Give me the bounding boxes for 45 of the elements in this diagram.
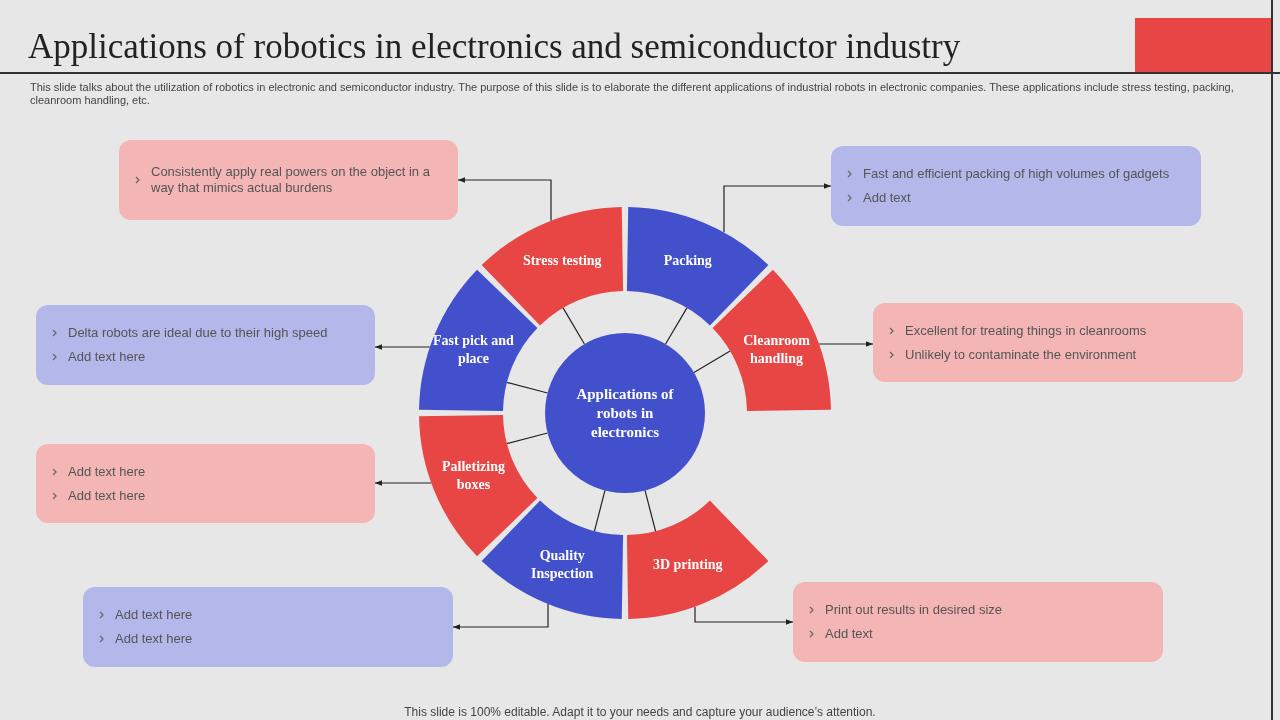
arrow xyxy=(457,177,552,222)
arrow xyxy=(818,341,874,347)
segment-label: Quality Inspection xyxy=(530,546,595,583)
segment-label: 3D printing xyxy=(651,555,724,574)
hub-label: Applications of robots in electronics xyxy=(575,384,675,442)
bullet-text: Add text here xyxy=(68,487,146,504)
bullet-text: Add text here xyxy=(115,607,193,623)
segment-label: Stress testing xyxy=(521,252,603,271)
arrow xyxy=(374,480,432,486)
connector-line xyxy=(665,307,688,345)
callout-box xyxy=(873,303,1243,382)
callout-box xyxy=(831,146,1201,226)
connector-line xyxy=(593,489,606,532)
bullet-text: Delta robots are ideal due to their high speed xyxy=(68,325,328,341)
callout-box xyxy=(793,582,1163,662)
connector-line xyxy=(506,381,549,394)
bullet-text: Add text here xyxy=(115,631,193,647)
connector-line xyxy=(693,350,731,373)
arrow xyxy=(452,603,549,630)
description-text: This slide talks about the utilization of robotics in electronic and semiconductor industry. The purpose of this slide is to elaborate the different applications of industrial robots in electronic companies. These applications include stress testing, packing, cleanroom handling, etc. xyxy=(30,81,1235,107)
segment-label: Packing xyxy=(662,252,713,271)
callout-box xyxy=(83,587,453,667)
arrow xyxy=(723,183,832,233)
bullet-text: Consistently apply real powers on the object in a way that mimics actual burdens xyxy=(151,164,431,196)
arrow xyxy=(374,344,431,350)
bullet-text: Print out results in desired size xyxy=(825,602,1003,618)
bullet-text: Add text xyxy=(863,190,911,206)
bullet-text: Add text here xyxy=(68,463,146,480)
slide-title: Applications of robotics in electronics and semiconductor industry xyxy=(28,26,961,68)
connector-line xyxy=(506,432,549,445)
bullet-text: Add text xyxy=(825,626,873,642)
segment-label: Cleanroom handling xyxy=(742,332,811,369)
connector-line xyxy=(644,489,657,532)
bullet-text: Excellent for treating things in cleanrooms xyxy=(905,322,1147,339)
callout-box xyxy=(36,305,375,385)
callout-box xyxy=(36,444,375,523)
arrow xyxy=(694,606,794,625)
bullet-text: Unlikely to contaminate the environment xyxy=(905,346,1137,363)
segment-label: Fast pick and place xyxy=(432,332,515,369)
segment-label: Palletizing boxes xyxy=(440,457,506,494)
bullet-text: Fast and efficient packing of high volumes of gadgets xyxy=(863,166,1170,182)
callout-box xyxy=(119,140,458,220)
connector-line xyxy=(562,307,585,345)
bullet-text: Add text here xyxy=(68,349,146,365)
footer-note: This slide is 100% editable. Adapt it to your needs and capture your audience’s attention. xyxy=(403,705,877,719)
